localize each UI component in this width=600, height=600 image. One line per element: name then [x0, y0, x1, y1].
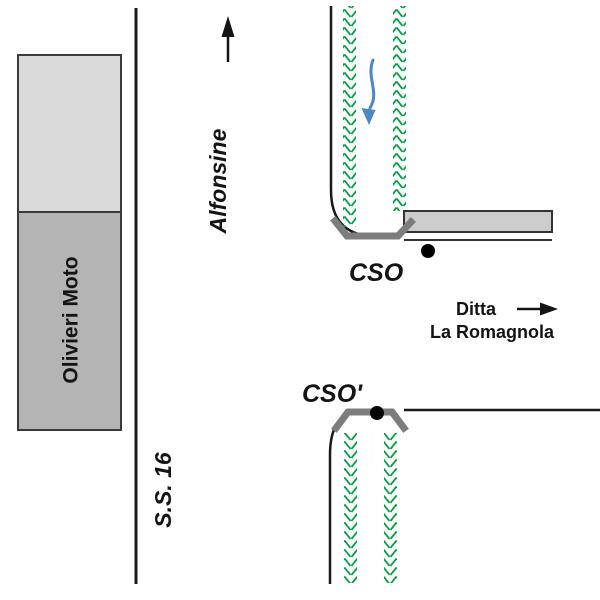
- canal-upper-hatch-right: [393, 6, 406, 211]
- canal-lower-hatch-left: [344, 433, 357, 583]
- la-romagnola-label: La Romagnola: [430, 322, 555, 342]
- building-label: Olivieri Moto: [60, 256, 83, 383]
- canal-lower-hatch-right: [384, 433, 397, 583]
- cso-prime-point-marker: [370, 406, 384, 420]
- building-upper-block: [17, 54, 122, 213]
- ss16-label: S.S. 16: [150, 452, 176, 528]
- alfonsine-label: Alfonsine: [205, 128, 231, 234]
- access-road-bar: [403, 210, 553, 233]
- down-arrow-icon: [361, 108, 376, 125]
- up-arrow-icon: [221, 16, 235, 37]
- cso-prime-label: CSO': [302, 380, 363, 408]
- canal-upper-hatch-left: [343, 6, 356, 227]
- right-arrow-icon: [540, 302, 558, 316]
- building-lower-block: [17, 211, 122, 431]
- cso-point-marker: [421, 244, 435, 258]
- flow-arrow-shaft: [368, 58, 376, 110]
- culvert-lower-symbol: [331, 408, 409, 433]
- cso-label: CSO: [349, 259, 404, 287]
- ditta-label: Ditta: [456, 299, 497, 319]
- culvert-upper-symbol: [330, 216, 416, 240]
